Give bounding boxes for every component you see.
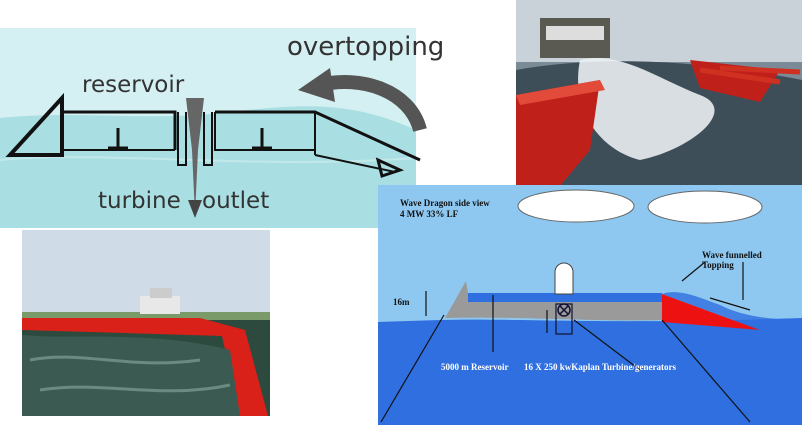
diagram-title: Wave Dragon side view (400, 198, 490, 208)
side-view-diagram: Wave Dragon side view 4 MW 33% LF 16m Wa… (378, 185, 802, 425)
reservoir-water (468, 293, 662, 302)
sea (378, 318, 802, 425)
wave-label-line2: Topping (702, 260, 734, 270)
photo-wave-dragon-waves (516, 0, 802, 186)
height-label: 16m (393, 297, 410, 307)
overtopping-diagram: overtopping reservoir turbine outlet (0, 28, 444, 228)
wave-label-line1: Wave funnelled (702, 250, 762, 260)
wave-dragon-structure (5, 92, 421, 178)
cloud-right (647, 190, 763, 224)
turbine-outlet-arrow (186, 98, 204, 215)
water (0, 106, 416, 228)
reservoir-label: 5000 m Reservoir (441, 362, 508, 372)
turbine-label: turbine (98, 188, 181, 214)
cloud-left (517, 189, 635, 223)
turbine-label: 16 X 250 kwKaplan Turbine/generators (524, 362, 677, 372)
diagram-subtitle: 4 MW 33% LF (400, 209, 459, 219)
annotation-lines (380, 261, 751, 423)
reservoir-label: reservoir (82, 72, 185, 98)
overtopping-arrow (318, 75, 427, 133)
photo-wave-dragon-reservoir (22, 230, 270, 416)
overtopping-label: overtopping (287, 32, 444, 62)
outlet-label: outlet (202, 188, 269, 214)
